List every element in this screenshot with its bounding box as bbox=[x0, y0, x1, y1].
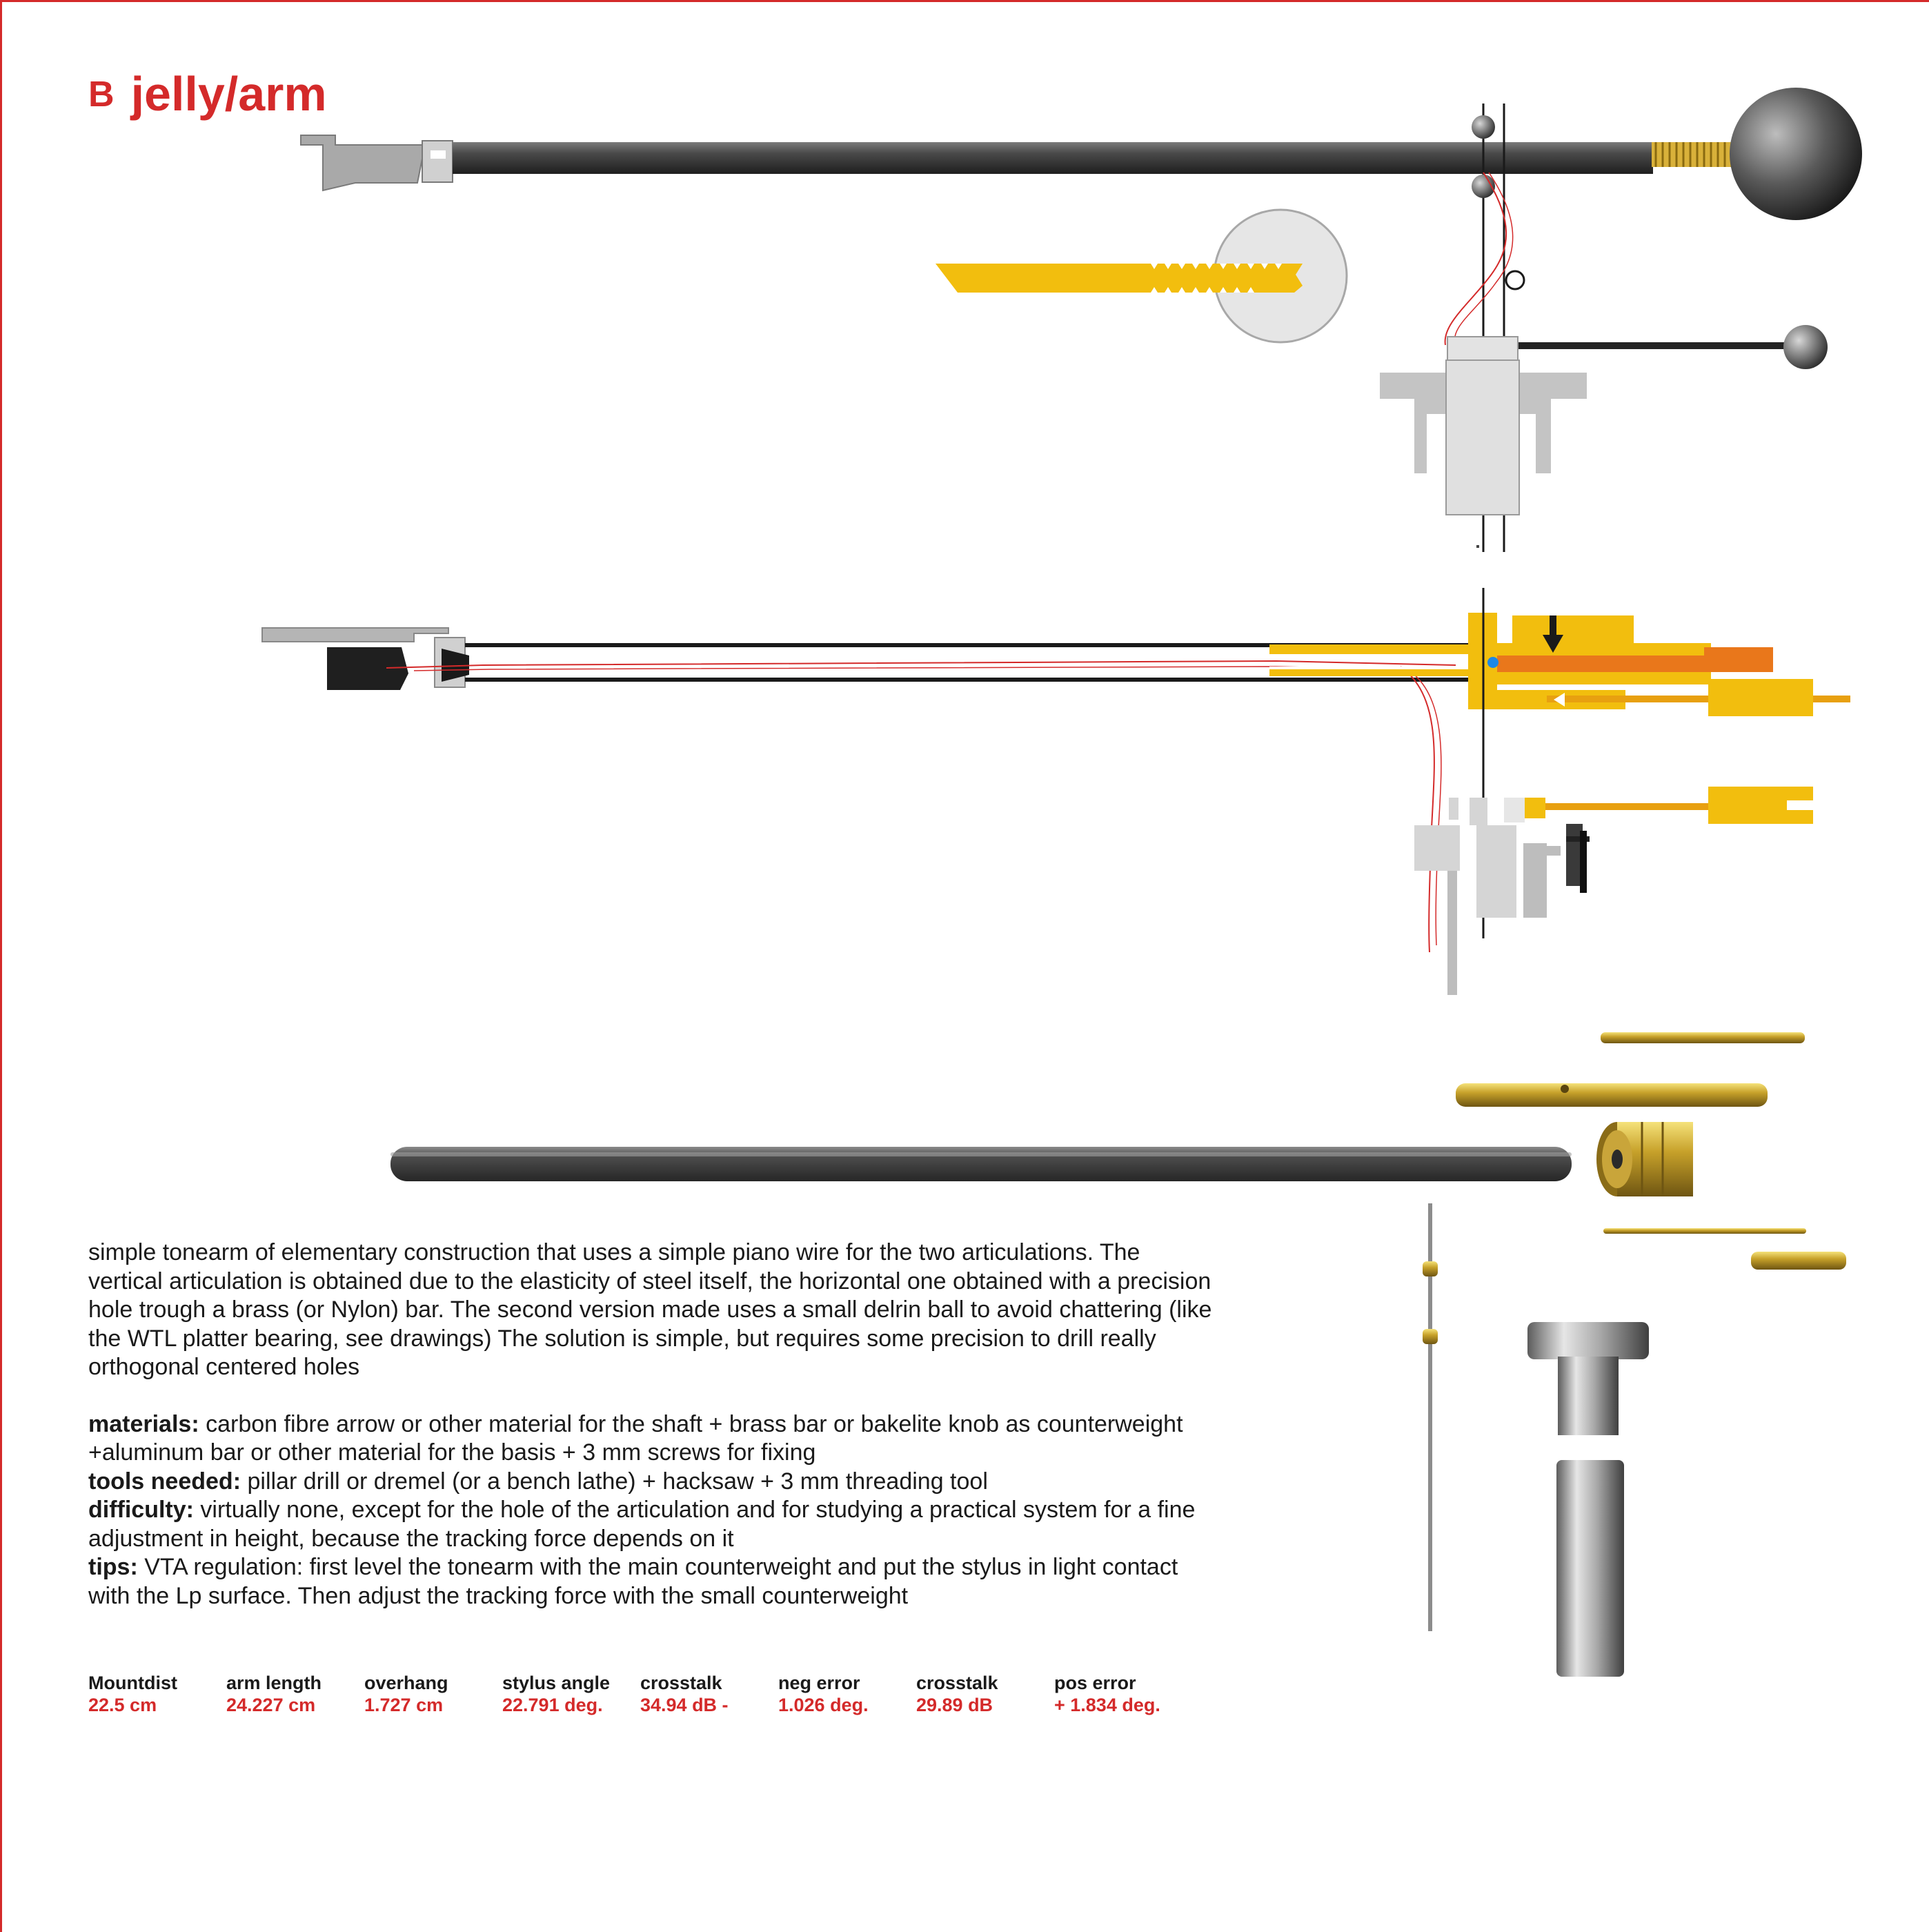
tips-text: VTA regulation: first level the tonearm … bbox=[88, 1554, 1178, 1609]
spec-label: neg error bbox=[778, 1673, 860, 1693]
red-frame-left bbox=[0, 0, 2, 1932]
spec-label: pos error bbox=[1054, 1673, 1136, 1693]
spec-mountdist: Mountdist 22.5 cm bbox=[88, 1672, 177, 1716]
materials-text: carbon fibre arrow or other material for… bbox=[88, 1410, 1183, 1466]
tools-label: tools needed: bbox=[88, 1468, 241, 1495]
tonearm-side-view bbox=[300, 88, 1862, 552]
section-letter: B bbox=[88, 75, 115, 115]
tools-text: pillar drill or dremel (or a bench lathe… bbox=[241, 1468, 988, 1495]
spec-label: stylus angle bbox=[502, 1673, 611, 1693]
spec-value: 24.227 cm bbox=[226, 1695, 316, 1715]
spec-overhang: overhang 1.727 cm bbox=[364, 1672, 448, 1716]
tonearm-cross-section bbox=[261, 588, 1850, 995]
red-frame-top bbox=[0, 0, 1929, 2]
spec-value: + 1.834 deg. bbox=[1054, 1695, 1160, 1715]
parts-photo bbox=[390, 1032, 1846, 1677]
specs-table: Mountdist 22.5 cm arm length 24.227 cm o… bbox=[88, 1672, 1192, 1720]
spec-stylus-angle: stylus angle 22.791 deg. bbox=[502, 1672, 610, 1716]
spec-value: 22.5 cm bbox=[88, 1695, 157, 1715]
spec-value: 22.791 deg. bbox=[502, 1695, 603, 1715]
description-text: simple tonearm of elementary constructio… bbox=[88, 1239, 1220, 1610]
spec-label: crosstalk bbox=[640, 1673, 722, 1693]
title-name: jelly/arm bbox=[130, 67, 327, 121]
spec-value: 34.94 dB - bbox=[640, 1695, 729, 1715]
difficulty-text: virtually none, except for the hole of t… bbox=[88, 1497, 1196, 1552]
spec-pos-error: pos error + 1.834 deg. bbox=[1054, 1672, 1160, 1716]
spec-label: Mountdist bbox=[88, 1673, 177, 1693]
spec-crosstalk-pos: crosstalk 29.89 dB bbox=[916, 1672, 998, 1716]
spec-value: 1.727 cm bbox=[364, 1695, 444, 1715]
spec-neg-error: neg error 1.026 deg. bbox=[778, 1672, 869, 1716]
spec-arm-length: arm length 24.227 cm bbox=[226, 1672, 322, 1716]
spec-label: arm length bbox=[226, 1673, 322, 1693]
difficulty-label: difficulty: bbox=[88, 1497, 194, 1523]
difficulty-paragraph: difficulty: virtually none, except for t… bbox=[88, 1496, 1220, 1553]
tools-paragraph: tools needed: pillar drill or dremel (or… bbox=[88, 1468, 1220, 1497]
materials-label: materials: bbox=[88, 1410, 199, 1437]
materials-paragraph: materials: carbon fibre arrow or other m… bbox=[88, 1410, 1220, 1468]
spec-value: 29.89 dB bbox=[916, 1695, 993, 1715]
spec-value: 1.026 deg. bbox=[778, 1695, 869, 1715]
spec-label: crosstalk bbox=[916, 1673, 998, 1693]
spec-crosstalk-neg: crosstalk 34.94 dB - bbox=[640, 1672, 729, 1716]
spec-label: overhang bbox=[364, 1673, 448, 1693]
tips-paragraph: tips: VTA regulation: first level the to… bbox=[88, 1553, 1220, 1610]
description-intro: simple tonearm of elementary constructio… bbox=[88, 1239, 1212, 1380]
tips-label: tips: bbox=[88, 1554, 138, 1580]
